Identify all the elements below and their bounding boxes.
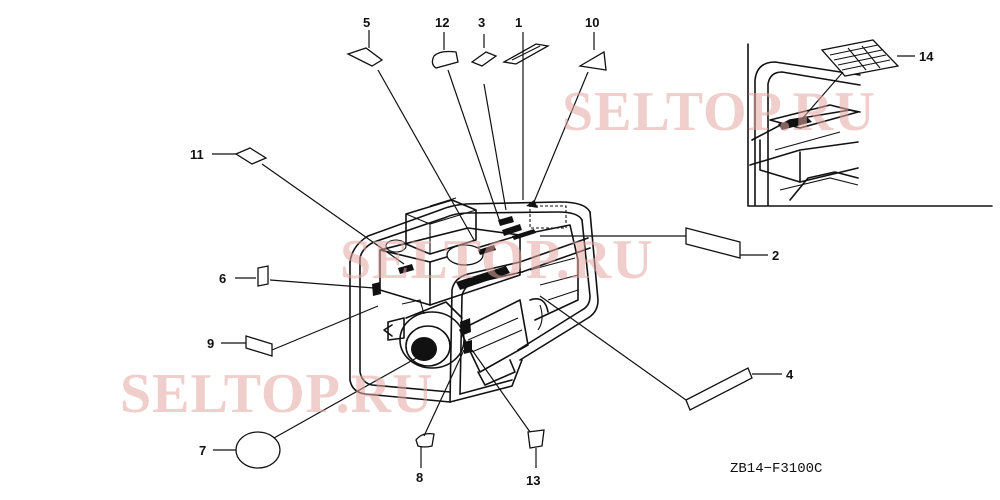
label-9-part bbox=[245, 335, 273, 357]
label-13-part bbox=[527, 429, 545, 449]
leader-lines bbox=[212, 30, 782, 468]
callout-12: 12 bbox=[435, 15, 449, 30]
callout-2: 2 bbox=[772, 248, 779, 263]
callout-4: 4 bbox=[786, 367, 794, 382]
leader-10 bbox=[533, 32, 595, 203]
callout-7: 7 bbox=[199, 443, 206, 458]
leader-5 bbox=[368, 30, 475, 241]
watermarks: SELTOP.RU SELTOP.RU SELTOP.RU bbox=[120, 81, 876, 425]
callout-14: 14 bbox=[919, 49, 934, 64]
leader-9 bbox=[221, 305, 379, 351]
label-2-part bbox=[685, 227, 741, 259]
callout-1: 1 bbox=[515, 15, 522, 30]
leader-4 bbox=[539, 295, 782, 401]
watermark-text: SELTOP.RU bbox=[562, 81, 876, 143]
label-11-part bbox=[234, 147, 268, 165]
watermark-text: SELTOP.RU bbox=[340, 229, 654, 291]
label-4-part bbox=[685, 367, 753, 411]
inset-detail bbox=[747, 43, 993, 207]
label-14-part bbox=[820, 39, 900, 77]
fuel-cap bbox=[446, 244, 484, 266]
label-7-part bbox=[235, 431, 281, 469]
callout-6: 6 bbox=[219, 271, 226, 286]
leader-7 bbox=[213, 355, 421, 451]
leader-14-location bbox=[794, 71, 844, 128]
leader-11 bbox=[212, 153, 405, 265]
callout-5: 5 bbox=[363, 15, 370, 30]
label-10-part bbox=[578, 50, 607, 71]
callout-numbers: 1 2 3 4 5 6 7 8 9 10 11 12 13 bbox=[190, 15, 794, 488]
label-5-part bbox=[346, 47, 384, 67]
label-3-part bbox=[470, 51, 498, 67]
label-12-part bbox=[431, 50, 459, 69]
callout-3: 3 bbox=[478, 15, 485, 30]
label-6-part bbox=[257, 265, 269, 287]
label-1-part bbox=[502, 43, 550, 65]
leader-13 bbox=[471, 349, 537, 468]
leader-6 bbox=[235, 277, 375, 289]
callout-9: 9 bbox=[207, 336, 214, 351]
callout-11: 11 bbox=[190, 147, 204, 162]
callout-10: 10 bbox=[585, 15, 599, 30]
leader-12 bbox=[443, 32, 501, 223]
diagram-code: ZB14−F3100C bbox=[730, 461, 822, 477]
inset-label-location bbox=[778, 116, 812, 130]
leader-3 bbox=[483, 34, 507, 211]
leader-2 bbox=[540, 235, 768, 256]
label-8-part bbox=[415, 432, 435, 448]
watermark-text: SELTOP.RU bbox=[120, 363, 434, 425]
pump-frame bbox=[349, 197, 599, 403]
callout-8: 8 bbox=[416, 470, 423, 485]
leader-8 bbox=[420, 349, 465, 468]
callout-13: 13 bbox=[526, 473, 540, 488]
